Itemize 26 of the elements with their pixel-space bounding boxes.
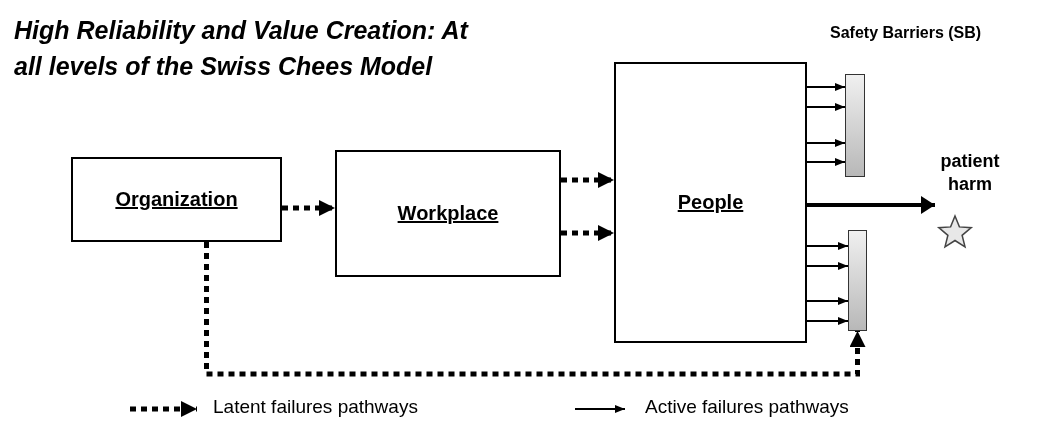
text-label: patient harm (925, 148, 1015, 198)
title: High Reliability and Value Creation: At all levels of the Swiss Chees Model (14, 15, 470, 82)
arrow (806, 317, 849, 325)
arrow (204, 242, 866, 377)
barrier-bar (848, 230, 867, 331)
arrow (806, 242, 849, 250)
process-box (71, 157, 282, 242)
arrow (561, 225, 614, 241)
box-label: Workplace (397, 202, 499, 225)
arrow (282, 200, 335, 216)
arrow (806, 158, 846, 166)
barrier-bar (845, 74, 865, 177)
heading-label: Safety Barriers (SB) (830, 24, 982, 42)
arrow (806, 83, 846, 91)
process-box (614, 62, 807, 343)
process-box (335, 150, 561, 277)
box-label: People (677, 191, 744, 214)
arrow (806, 262, 849, 270)
arrow (806, 139, 846, 147)
arrow (806, 103, 846, 111)
arrow (807, 196, 935, 214)
arrow (806, 297, 849, 305)
box-label: Organization (115, 188, 238, 211)
legend-label: Latent failures pathways (213, 396, 418, 418)
arrow (561, 172, 614, 188)
legend-label: Active failures pathways (645, 396, 849, 418)
